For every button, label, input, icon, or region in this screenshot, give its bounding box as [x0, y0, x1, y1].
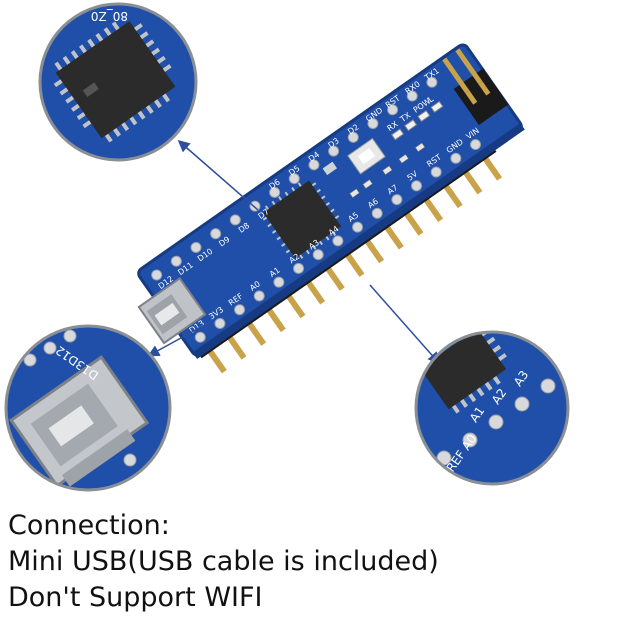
arduino-nano-board: D12 D11 D10 D9 D8 D7 D6 D5 D4 D3 D2 GND … — [137, 43, 525, 374]
label-l: L — [426, 94, 435, 104]
arrow-usb — [147, 321, 211, 357]
zoom-circle-analog: A3 A2 A1 REF A0 — [414, 330, 570, 486]
top-pads — [151, 76, 438, 281]
arrow-chip — [177, 140, 259, 211]
caption-line-no-wifi: Don't Support WIFI — [8, 582, 263, 613]
reset-button — [347, 137, 386, 175]
caption-line-mini-usb: Mini USB(USB cable is included) — [8, 546, 439, 577]
crystal — [322, 161, 338, 176]
callout-arrows — [147, 140, 440, 365]
product-photo: D12 D11 D10 D9 D8 D7 D6 D5 D4 D3 D2 GND … — [4, 2, 570, 492]
caption-line-connection: Connection: — [8, 510, 170, 541]
mini-usb-port — [137, 276, 207, 345]
arrow-analog — [369, 284, 440, 365]
status-leds — [391, 100, 444, 141]
zoom-circle-chip: 80_Z0 — [38, 2, 198, 162]
caption-block: Connection: Mini USB(USB cable is includ… — [8, 508, 632, 616]
zoom-chip-top-label: 80_Z0 — [91, 9, 128, 23]
microcontroller-chip — [262, 180, 342, 259]
icsp-header — [442, 48, 509, 126]
bottom-pads — [194, 139, 481, 343]
zoom-circle-usb: D13D12 — [4, 324, 172, 492]
